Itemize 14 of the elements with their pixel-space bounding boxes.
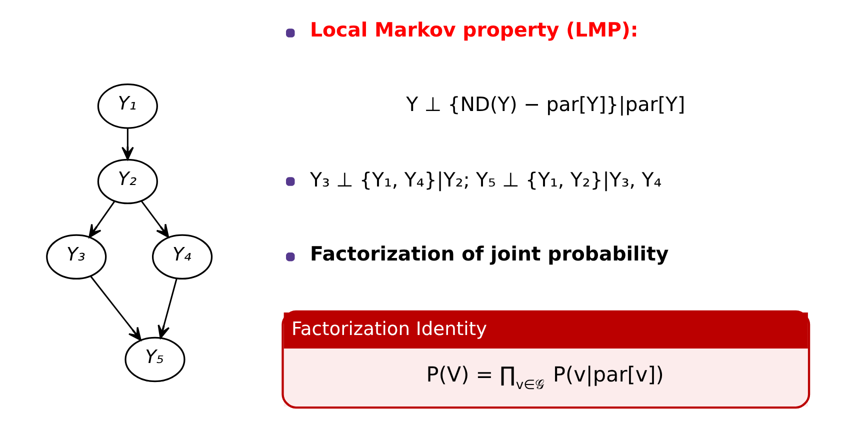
arrow [121, 128, 134, 160]
node-ellipse: Y₃ [46, 234, 106, 280]
node-ellipse: Y₄ [151, 234, 212, 280]
arrow [88, 200, 115, 238]
arrow [157, 278, 177, 338]
label: Y ⊥ {ND(Y) − par[Y]}|par[Y] [406, 92, 685, 116]
node-ellipse: Y₅ [124, 336, 185, 382]
node-ellipse: Y₂ [96, 158, 158, 204]
label: Factorization of joint probability [310, 242, 668, 266]
label: Y₃ ⊥ {Y₁, Y₄}|Y₂; Y₅ ⊥ {Y₁, Y₂}|Y₃, Y₄ [310, 168, 662, 191]
label: Local Markov property (LMP): [310, 18, 638, 42]
arrow [90, 275, 141, 340]
node-ellipse: Y₁ [96, 83, 158, 128]
arrow [140, 200, 169, 238]
